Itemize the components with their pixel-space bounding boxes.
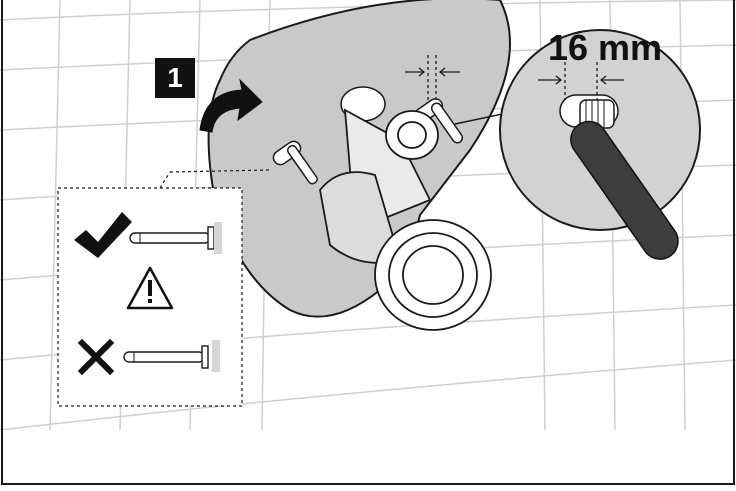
cross-icon xyxy=(77,338,115,376)
dimension-marker xyxy=(405,55,460,100)
measurement-label: 16 mm xyxy=(548,27,663,68)
step-number-badge: 1 xyxy=(155,58,195,98)
correct-pin-diagram xyxy=(129,222,222,254)
warning-triangle-icon xyxy=(126,266,174,310)
wrong-pin-diagram xyxy=(123,340,220,372)
mounting-pin xyxy=(286,144,318,185)
mounting-pin xyxy=(430,102,464,144)
zoom-dimension-marker xyxy=(538,62,624,100)
callout-leader xyxy=(159,171,171,189)
checkmark-icon xyxy=(74,212,132,258)
pin-shaft xyxy=(570,120,679,260)
curved-arrow-icon xyxy=(199,78,263,133)
valve-body xyxy=(319,108,492,331)
callout-leader xyxy=(169,169,271,173)
